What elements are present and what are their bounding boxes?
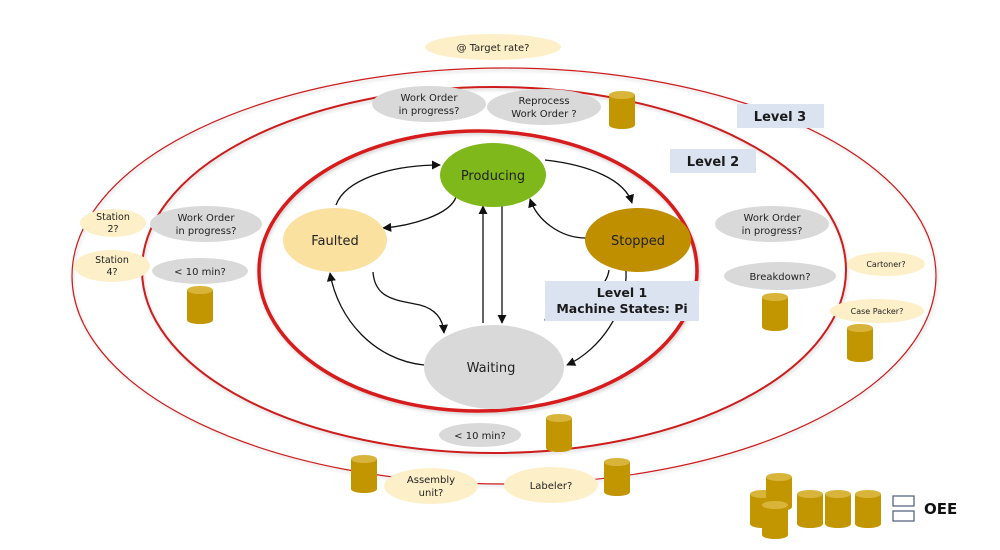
state-producing-label: Producing — [461, 169, 525, 184]
svg-text:Station: Station — [96, 212, 130, 223]
question-l2-right-1: Work Order in progress? — [715, 206, 829, 242]
state-waiting-label: Waiting — [467, 361, 516, 376]
question-l2-left-2: < 10 min? — [152, 258, 248, 284]
state-faulted: Faulted — [283, 208, 387, 272]
arrow-faulted-to-waiting — [372, 271, 448, 334]
svg-text:4?: 4? — [106, 267, 117, 278]
level1-label-line1: Level 1 — [597, 285, 647, 300]
database-icons — [187, 91, 881, 539]
arrow-faulted-to-producing — [335, 160, 441, 206]
svg-text:< 10 min?: < 10 min? — [174, 267, 226, 278]
database-icon — [187, 286, 213, 324]
level3-ring — [71, 67, 937, 485]
level2-label: Level 2 — [687, 155, 739, 170]
svg-text:Work Order: Work Order — [744, 213, 802, 224]
state-stopped: Stopped — [585, 208, 691, 272]
question-l3-labeler: Labeler? — [504, 467, 598, 503]
state-transitions — [326, 159, 634, 366]
question-l3-case-packer: Case Packer? — [830, 299, 924, 323]
svg-text:Assembly: Assembly — [407, 475, 455, 486]
svg-text:in progress?: in progress? — [742, 226, 803, 237]
database-icon — [847, 324, 873, 362]
level3-label-box: Level 3 — [737, 104, 824, 128]
svg-text:Labeler?: Labeler? — [530, 481, 573, 492]
question-l2-left-1: Work Order in progress? — [150, 206, 262, 242]
svg-text:Reprocess: Reprocess — [518, 96, 569, 107]
state-producing: Producing — [440, 143, 546, 207]
question-l2-top-left: Work Order in progress? — [372, 86, 486, 122]
database-icon — [825, 490, 851, 528]
database-icon — [609, 91, 635, 129]
oee-legend-icon-bottom — [892, 510, 915, 522]
svg-text:in progress?: in progress? — [399, 106, 460, 117]
question-l3-cartoner: Cartoner? — [847, 252, 925, 276]
database-icon — [762, 501, 788, 539]
level1-ring — [257, 129, 699, 413]
level1-label-line2: Machine States: Pi — [556, 301, 687, 316]
svg-text:@ Target rate?: @ Target rate? — [457, 43, 530, 54]
state-faulted-label: Faulted — [311, 234, 358, 249]
oee-legend-label: OEE — [924, 500, 957, 518]
database-icon — [797, 490, 823, 528]
question-l2-bottom: < 10 min? — [439, 423, 521, 447]
level2-label-box: Level 2 — [670, 149, 756, 173]
svg-text:Work Order: Work Order — [178, 213, 236, 224]
question-l3-station2: Station 2? — [80, 209, 146, 237]
svg-text:unit?: unit? — [419, 488, 444, 499]
svg-text:Case Packer?: Case Packer? — [851, 307, 904, 316]
question-l2-right-2: Breakdown? — [724, 262, 836, 290]
database-icon — [762, 293, 788, 331]
oee-legend-icon-top — [892, 495, 915, 507]
database-icon — [604, 458, 630, 496]
svg-text:Station: Station — [95, 255, 129, 266]
arrow-stopped-to-producing — [528, 198, 587, 239]
level1-label-box: Level 1 Machine States: Pi — [545, 281, 699, 321]
state-stopped-label: Stopped — [611, 234, 665, 249]
oee-legend: OEE — [892, 495, 957, 522]
svg-text:Breakdown?: Breakdown? — [749, 272, 810, 283]
arrow-waiting-to-faulted — [326, 272, 425, 366]
database-icon — [351, 455, 377, 493]
svg-text:Work Order ?: Work Order ? — [511, 109, 576, 120]
question-l2-top-right: Reprocess Work Order ? — [487, 89, 601, 125]
arrow-producing-to-stopped — [544, 159, 634, 204]
svg-text:< 10 min?: < 10 min? — [454, 431, 506, 442]
svg-text:in progress?: in progress? — [176, 226, 237, 237]
arrow-producing-to-faulted — [382, 196, 457, 232]
svg-text:Cartoner?: Cartoner? — [866, 260, 905, 269]
database-icon — [855, 490, 881, 528]
question-l3-station4: Station 4? — [74, 250, 150, 282]
level3-label: Level 3 — [754, 110, 806, 125]
question-l3-top: @ Target rate? — [425, 34, 561, 60]
state-waiting: Waiting — [424, 325, 564, 409]
question-l3-assembly: Assembly unit? — [384, 468, 478, 504]
svg-text:2?: 2? — [107, 224, 118, 235]
database-icon — [546, 414, 572, 452]
svg-text:Work Order: Work Order — [401, 93, 459, 104]
